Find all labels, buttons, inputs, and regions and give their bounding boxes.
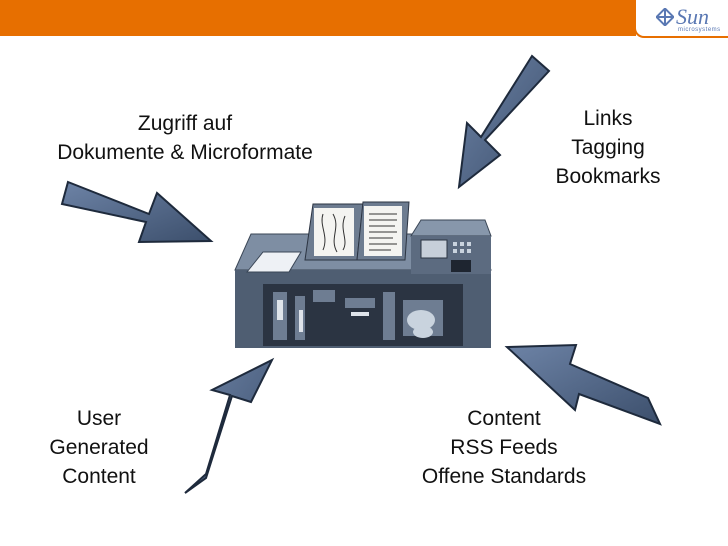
arrow-top-left xyxy=(62,182,211,242)
arrow-bottom-left xyxy=(185,360,272,493)
arrow-bottom-right xyxy=(507,345,660,424)
printing-press-machine-icon xyxy=(233,200,495,348)
arrow-top-right xyxy=(459,56,549,187)
